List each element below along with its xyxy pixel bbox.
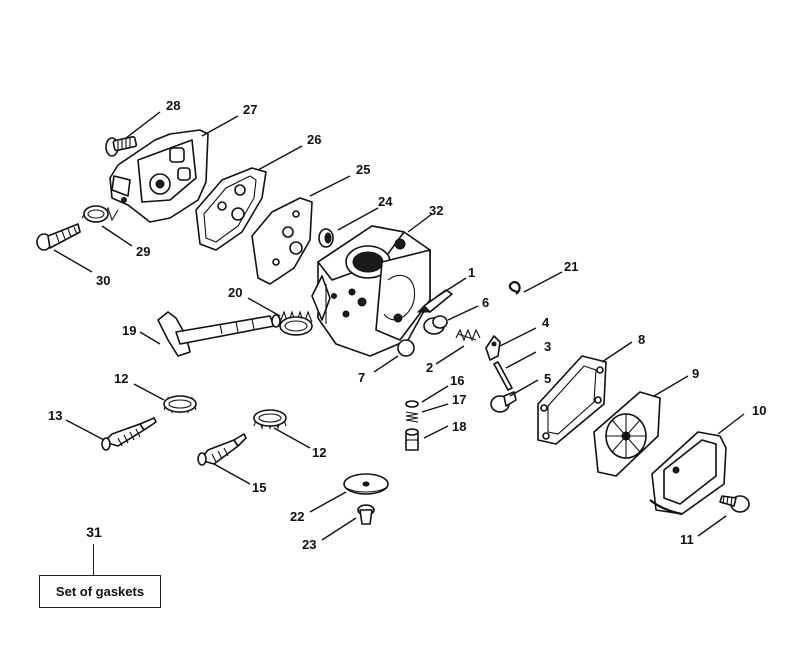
label-21: 21 (564, 259, 578, 274)
part-22-disc (343, 473, 389, 495)
label-9: 9 (692, 366, 699, 381)
label-10: 10 (752, 403, 766, 418)
label-11: 11 (680, 532, 694, 547)
label-19: 19 (122, 323, 136, 338)
part-6-seat (423, 315, 448, 335)
label-24: 24 (378, 194, 393, 209)
label-26: 26 (307, 132, 321, 147)
label-27: 27 (243, 102, 257, 117)
part-24-screen (318, 228, 334, 248)
part-26-gasket (195, 167, 267, 251)
part-30-screw (36, 223, 81, 251)
part-19-shaft (157, 311, 281, 357)
part-27-cover (109, 129, 209, 223)
part-20-spring (279, 310, 313, 336)
label-8: 8 (638, 332, 645, 347)
label-3: 3 (544, 339, 551, 354)
label-32: 32 (429, 203, 443, 218)
part-13-needle-screw (101, 417, 157, 451)
label-20: 20 (228, 285, 242, 300)
label-5: 5 (544, 371, 551, 386)
label-6: 6 (482, 295, 489, 310)
callout-label: Set of gaskets (55, 584, 145, 599)
part-17-spring (405, 411, 419, 423)
part-18-piston (405, 428, 419, 451)
leader-lines (53, 111, 745, 541)
label-22: 22 (290, 509, 304, 524)
part-number-labels: 28 27 26 25 24 32 29 30 1 21 20 6 19 4 8… (48, 98, 766, 552)
part-12-spring-left (163, 395, 197, 415)
callout-number-31: 31 (86, 524, 102, 540)
set-of-gaskets-callout[interactable]: Set of gaskets (39, 575, 161, 608)
label-30: 30 (96, 273, 110, 288)
part-3-pin (493, 361, 513, 391)
part-16-washer (405, 400, 419, 408)
label-17: 17 (452, 392, 466, 407)
label-28: 28 (166, 98, 180, 113)
part-23-screw (357, 504, 375, 525)
part-21-clip (508, 280, 521, 295)
label-23: 23 (302, 537, 316, 552)
callout-connector (93, 544, 94, 575)
part-12-spring-right (253, 409, 287, 431)
label-18: 18 (452, 419, 466, 434)
part-8-gasket (537, 355, 607, 445)
part-11-screw (719, 495, 750, 513)
label-16: 16 (450, 373, 464, 388)
label-2: 2 (426, 360, 433, 375)
part-7-check-ball (397, 339, 415, 357)
part-25-gasket (251, 197, 313, 285)
part-10-cover (649, 431, 727, 516)
part-29-spring (81, 205, 119, 223)
part-32-carburetor-body (311, 213, 433, 357)
part-15-needle-screw (197, 433, 247, 466)
part-5-screw (490, 391, 517, 413)
label-12-left: 12 (114, 371, 128, 386)
label-4: 4 (542, 315, 550, 330)
part-4-lever (485, 335, 501, 361)
part-28-screw (105, 135, 138, 157)
part-2-spring (455, 328, 481, 342)
label-1: 1 (468, 265, 475, 280)
label-12-right: 12 (312, 445, 326, 460)
label-29: 29 (136, 244, 150, 259)
label-25: 25 (356, 162, 370, 177)
label-15: 15 (252, 480, 266, 495)
part-9-diaphragm (593, 391, 661, 477)
label-7: 7 (358, 370, 365, 385)
label-13: 13 (48, 408, 62, 423)
